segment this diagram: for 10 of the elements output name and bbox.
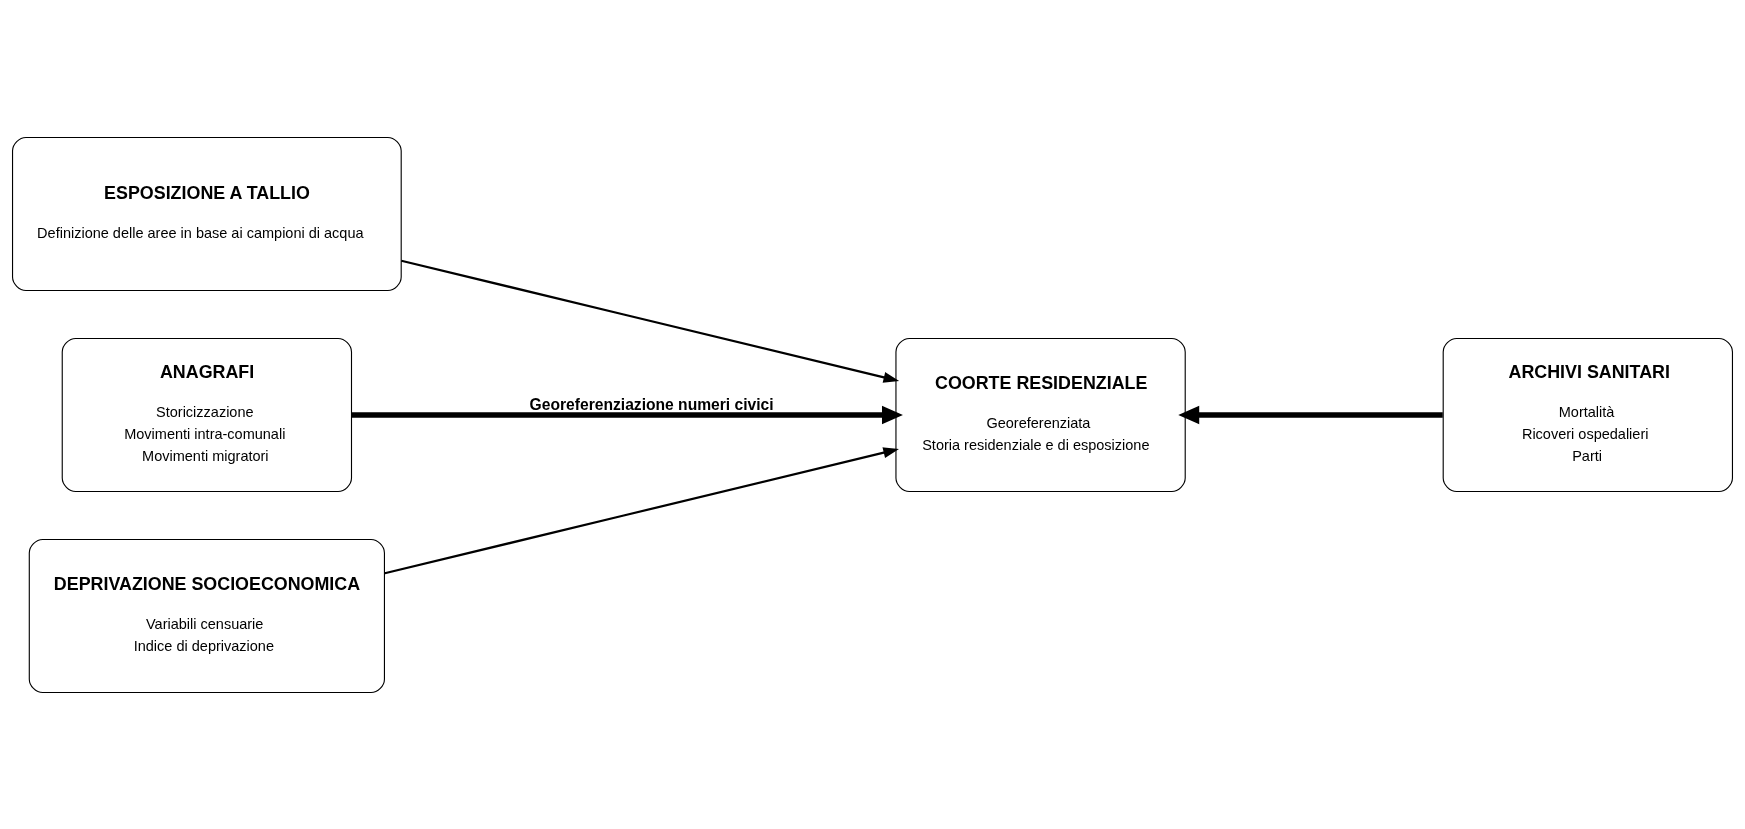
arrow [401, 259, 900, 383]
node-box: ANAGRAFI Storicizzazione Movimenti intra-comunali Movimenti migratori [61, 337, 353, 492]
edge-label: Georeferenziazione numeri civici [529, 395, 774, 413]
arrow [384, 446, 899, 574]
arrow [1178, 405, 1443, 424]
node-box: ESPOSIZIONE A TALLIO Definizione delle aree in base ai campioni di acqua [11, 136, 402, 291]
node-box: ARCHIVI SANITARI Mortalità Ricoveri ospedalieri Parti [1442, 337, 1733, 492]
arrow [351, 405, 903, 424]
node-box: DEPRIVAZIONE SOCIOECONOMICA Variabili censuarie Indice di deprivazione [28, 538, 385, 693]
node-box: COORTE RESIDENZIALE Georeferenziata Storia residenziale e di esposizione [895, 337, 1186, 492]
